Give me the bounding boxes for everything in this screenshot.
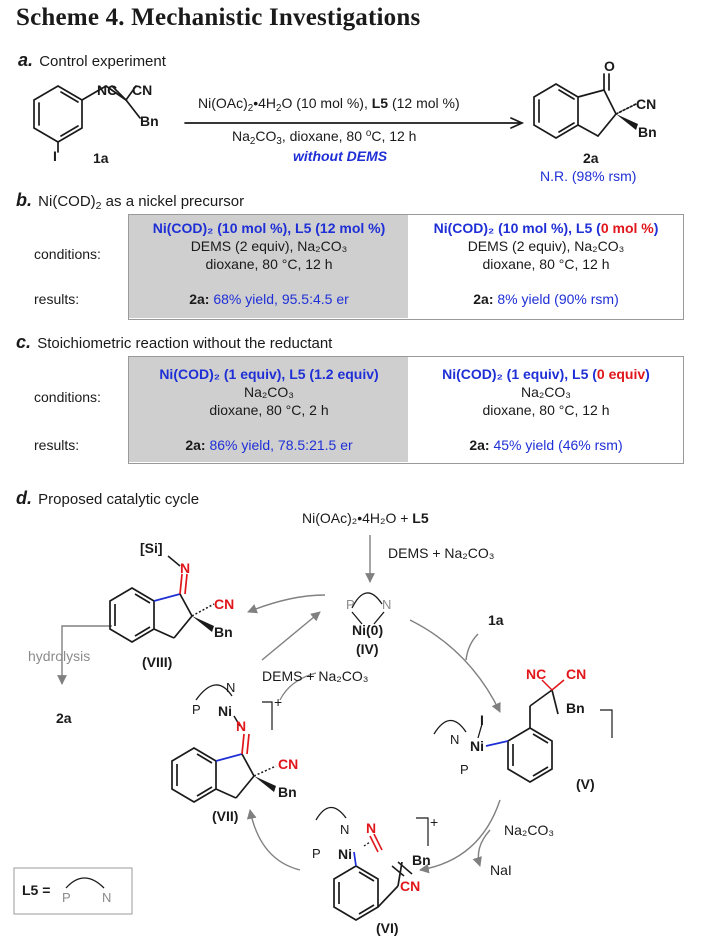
section-a-letter: a. — [18, 50, 34, 70]
section-b-col1-line2: DEMS (2 equiv), Na₂CO₃ — [190, 238, 348, 254]
iv-p: P — [346, 597, 355, 612]
cycle-regeneration-reagents: DEMS + Na₂CO₃ — [262, 668, 369, 684]
substrate-cn: CN — [132, 82, 153, 98]
cycle-precursor: Ni(OAc)₂•4H₂O + L5 — [302, 510, 429, 526]
section-b-col2-result: 2a: 8% yield (90% rsm) — [473, 291, 619, 307]
vi-ni: Ni — [338, 846, 352, 862]
section-a-without-dems: without DEMS — [293, 148, 388, 164]
product-oxygen: O — [604, 58, 615, 74]
v-iodide: I — [480, 712, 484, 728]
legend-p: P — [62, 890, 71, 905]
label-vii: (VII) — [212, 808, 239, 824]
vii-cn: CN — [278, 756, 299, 772]
vii-bn: Bn — [278, 784, 297, 800]
section-a-title: Control experiment — [39, 53, 166, 70]
vi-n-ligand: N — [340, 822, 350, 837]
section-a-heading: a. Control experiment — [18, 50, 166, 71]
section-b-heading: b. Ni(COD)2 as a nickel precursor — [16, 190, 245, 212]
label-vi: (VI) — [376, 920, 399, 936]
section-c-shaded-cell — [129, 357, 408, 462]
section-c-col2-line3: dioxane, 80 °C, 12 h — [482, 402, 610, 418]
section-a-conditions-line1: Ni(OAc)2•4H2O (10 mol %), L5 (12 mol %) — [198, 95, 460, 114]
legend-label: L5 = — [22, 882, 51, 898]
section-b-table — [128, 214, 684, 320]
v-ni: Ni — [470, 738, 484, 754]
section-a-conditions-line2: Na2CO3, dioxane, 80 oC, 12 h — [232, 128, 417, 147]
section-c-heading: c. Stoichiometric reaction without the r… — [16, 332, 333, 352]
substrate-iodo: I — [53, 148, 57, 164]
section-c-row-results: results: — [34, 437, 80, 453]
section-b-col1-head: Ni(COD)₂ (10 mol %), L5 (12 mol %) — [152, 220, 386, 236]
legend-n: N — [102, 890, 112, 905]
viii-si: [Si] — [140, 540, 163, 556]
section-c-col1-head: Ni(COD)₂ (1 equiv), L5 (1.2 equiv) — [159, 366, 379, 382]
section-c-col2-result: 2a: 45% yield (46% rsm) — [469, 437, 623, 453]
substrate-bn: Bn — [140, 113, 159, 129]
section-b-shaded-cell — [129, 215, 408, 318]
iv-n: N — [382, 597, 392, 612]
section-c-col2-line2: Na₂CO₃ — [520, 384, 572, 400]
section-b-col1-result: 2a: 68% yield, 95.5:4.5 er — [189, 291, 349, 307]
substrate-label-1a: 1a — [93, 150, 109, 166]
scheme-title: Scheme 4. Mechanistic Investigations — [16, 4, 421, 31]
vi-cn: CN — [400, 878, 421, 894]
product-bn: Bn — [638, 124, 657, 140]
product-cn: CN — [636, 96, 657, 112]
section-c-row-conditions: conditions: — [34, 389, 101, 405]
v-n: N — [450, 732, 460, 747]
vii-p: P — [192, 702, 201, 717]
section-c-col2-head: Ni(COD)₂ (1 equiv), L5 (0 equiv) — [442, 366, 650, 382]
section-c-table — [128, 356, 684, 464]
v-p: P — [460, 762, 469, 777]
section-b-col2-line2: DEMS (2 equiv), Na₂CO₃ — [467, 238, 625, 254]
vi-bn: Bn — [412, 852, 431, 868]
label-iv: (IV) — [356, 641, 379, 657]
v-cn: CN — [566, 666, 587, 682]
cycle-activation-reagents: DEMS + Na₂CO₃ — [388, 545, 495, 561]
section-b-row-results: results: — [34, 291, 80, 307]
vi-p: P — [312, 846, 321, 861]
section-b-col2-head: Ni(COD)₂ (10 mol %), L5 (0 mol %) — [433, 220, 659, 236]
vi-n-nitrile: N — [366, 820, 377, 836]
substrate-nc: NC — [97, 82, 118, 98]
product-result: N.R. (98% rsm) — [540, 168, 637, 184]
v-nc: NC — [526, 666, 547, 682]
hydrolysis-label: hydrolysis — [28, 648, 91, 664]
cycle-salt-out: NaI — [490, 862, 512, 878]
hydrolysis-product: 2a — [56, 710, 72, 726]
viii-n: N — [180, 560, 191, 576]
cycle-base-in: Na₂CO₃ — [504, 822, 555, 838]
product-label-2a: 2a — [583, 150, 599, 166]
label-viii: (VIII) — [142, 654, 173, 670]
section-c-col1-result: 2a: 86% yield, 78.5:21.5 er — [185, 437, 353, 453]
vi-charge: + — [430, 814, 439, 830]
vii-n-ligand: N — [226, 680, 236, 695]
iv-ni0: Ni(0) — [352, 622, 384, 638]
v-bn: Bn — [566, 700, 585, 716]
viii-bn: Bn — [214, 624, 233, 640]
section-d-heading: d. Proposed catalytic cycle — [16, 488, 200, 508]
vii-n-imine: N — [236, 718, 247, 734]
section-b-col2-line3: dioxane, 80 °C, 12 h — [482, 256, 610, 272]
label-v: (V) — [576, 776, 595, 792]
section-b-col1-line3: dioxane, 80 °C, 12 h — [205, 256, 333, 272]
vii-charge: + — [274, 694, 283, 710]
vii-ni: Ni — [218, 703, 232, 719]
viii-cn: CN — [214, 596, 235, 612]
cycle-reagent-1a: 1a — [488, 612, 504, 628]
section-c-col1-line2: Na₂CO₃ — [243, 384, 295, 400]
section-c-col1-line3: dioxane, 80 °C, 2 h — [209, 402, 329, 418]
section-b-row-conditions: conditions: — [34, 246, 101, 262]
